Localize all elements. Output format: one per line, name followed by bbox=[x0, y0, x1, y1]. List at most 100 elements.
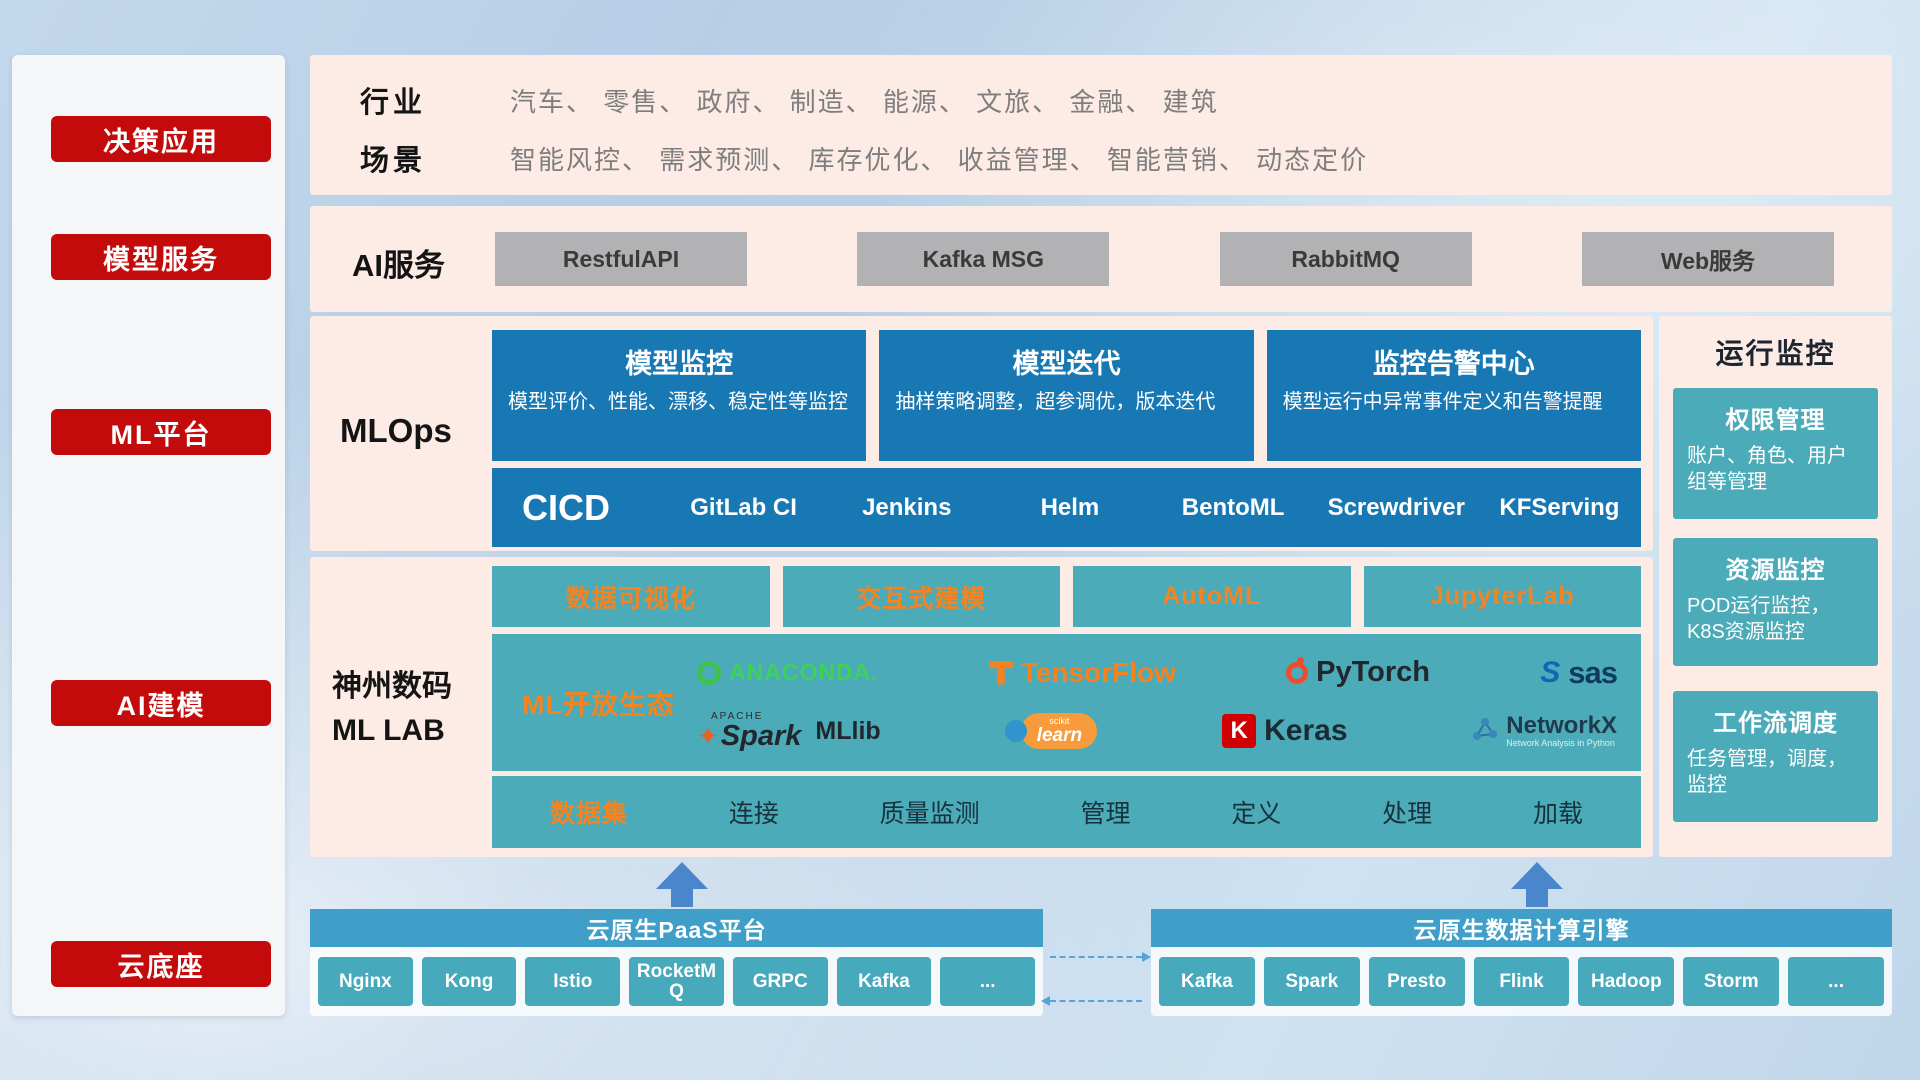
istio-button: Istio bbox=[525, 957, 621, 1006]
layer-sidebar: 决策应用 模型服务 ML平台 AI建模 云底座 bbox=[12, 55, 285, 1016]
scikit-learn-dot-icon bbox=[1005, 720, 1028, 742]
ml-ecosystem-logos: ANACONDA. TensorFlow PyTorch S sas bbox=[697, 634, 1641, 771]
alert-center-card: 监控告警中心 模型运行中异常事件定义和告警提醒 bbox=[1266, 330, 1641, 461]
keras-k-icon: K bbox=[1222, 714, 1257, 748]
restfulapi-button: RestfulAPI bbox=[495, 232, 747, 286]
pytorch-icon bbox=[1286, 656, 1309, 684]
cicd-item-screwdriver: Screwdriver bbox=[1327, 493, 1465, 521]
grpc-button: GRPC bbox=[732, 957, 828, 1006]
card-title: 模型迭代 bbox=[1012, 349, 1121, 379]
permission-management-card: 权限管理 账户、角色、用户组等管理 bbox=[1673, 388, 1878, 519]
cicd-bar: CICD GitLab CI Jenkins Helm BentoML Scre… bbox=[492, 468, 1641, 547]
networkx-icon bbox=[1472, 716, 1498, 747]
apache-label: APACHE bbox=[711, 710, 764, 722]
keras-logo: K Keras bbox=[1222, 714, 1348, 748]
networkx-wordmark: NetworkX Network Analysis in Python bbox=[1506, 711, 1617, 749]
rocketmq-button: RocketMQ bbox=[629, 957, 724, 1006]
workflow-scheduling-card: 工作流调度 任务管理，调度，监控 bbox=[1673, 691, 1878, 822]
industry-value: 汽车、 零售、 政府、 制造、 能源、 文旅、 金融、 建筑 bbox=[510, 86, 1219, 117]
anaconda-logo: ANACONDA. bbox=[697, 659, 879, 686]
industry-scenario-panel: 行业 汽车、 零售、 政府、 制造、 能源、 文旅、 金融、 建筑 场景 智能风… bbox=[310, 55, 1892, 195]
dataset-item-load: 加载 bbox=[1532, 800, 1583, 828]
resource-monitoring-card: 资源监控 POD运行监控，K8S资源监控 bbox=[1673, 538, 1878, 666]
industry-label: 行业 bbox=[360, 87, 427, 119]
storm-button: Storm bbox=[1683, 957, 1780, 1006]
model-iteration-card: 模型迭代 抽样策略调整，超参调优，版本迭代 bbox=[879, 330, 1254, 461]
card-desc: 抽样策略调整，超参调优，版本迭代 bbox=[895, 391, 1216, 413]
kafka-msg-button: Kafka MSG bbox=[857, 232, 1110, 286]
ai-service-panel: AI服务 RestfulAPI Kafka MSG RabbitMQ Web服务 bbox=[310, 206, 1892, 312]
card-desc: POD运行监控，K8S资源监控 bbox=[1687, 595, 1831, 643]
model-monitoring-card: 模型监控 模型评价、性能、漂移、稳定性等监控 bbox=[492, 330, 867, 461]
ai-service-buttons: RestfulAPI Kafka MSG RabbitMQ Web服务 bbox=[495, 232, 1834, 286]
card-title: 工作流调度 bbox=[1713, 710, 1838, 737]
spark-main: ✦ Spark bbox=[697, 719, 802, 752]
kong-button: Kong bbox=[421, 957, 517, 1006]
sidebar-item-ml-platform: ML平台 bbox=[51, 409, 271, 455]
arrow-stem bbox=[671, 888, 693, 907]
sidebar-item-decision-application: 决策应用 bbox=[51, 116, 271, 162]
ml-lab-tools: 数据可视化 交互式建模 AutoML JupyterLab bbox=[492, 566, 1641, 627]
dataset-label: 数据集 bbox=[550, 800, 629, 828]
logo-row-1: ANACONDA. TensorFlow PyTorch S sas bbox=[697, 654, 1618, 691]
hadoop-button: Hadoop bbox=[1578, 957, 1675, 1006]
card-desc: 任务管理，调度，监控 bbox=[1687, 748, 1847, 796]
sas-wordmark: sas bbox=[1568, 654, 1618, 690]
arrow-head bbox=[656, 862, 708, 889]
cicd-item-bentoml: BentoML bbox=[1181, 493, 1285, 521]
scenario-row: 场景 智能风控、 需求预测、 库存优化、 收益管理、 智能营销、 动态定价 bbox=[360, 137, 1892, 179]
scikit-learn-pill-icon: scikit learn bbox=[1021, 713, 1098, 749]
scikit-learn-logo: scikit learn bbox=[1005, 713, 1098, 749]
dashed-arrow-left-icon bbox=[1041, 996, 1142, 1006]
ml-lab-label: 神州数码 ML LAB bbox=[332, 665, 452, 752]
pytorch-logo: PyTorch bbox=[1286, 656, 1430, 689]
tensorflow-logo: TensorFlow bbox=[988, 656, 1176, 689]
jupyterlab-button: JupyterLab bbox=[1363, 566, 1641, 627]
sas-logo: S sas bbox=[1540, 654, 1618, 691]
mlops-cards: 模型监控 模型评价、性能、漂移、稳定性等监控 模型迭代 抽样策略调整，超参调优，… bbox=[492, 330, 1641, 461]
up-arrow-icon bbox=[1511, 862, 1563, 907]
mllib-wordmark: MLlib bbox=[815, 716, 881, 745]
paas-platform-header: 云原生PaaS平台 bbox=[310, 909, 1043, 947]
web-service-button: Web服务 bbox=[1581, 232, 1834, 286]
spark-mllib-logo: APACHE ✦ Spark MLlib bbox=[697, 710, 881, 752]
spark-star-icon: ✦ bbox=[697, 721, 719, 751]
kafka-button: Kafka bbox=[1159, 957, 1255, 1006]
ml-ecosystem-box: ML开放生态 ANACONDA. TensorFlow PyTorch bbox=[492, 634, 1641, 771]
cicd-item-jenkins: Jenkins bbox=[862, 493, 952, 521]
scikit-label: scikit bbox=[1049, 716, 1070, 726]
dataset-item-quality: 质量监测 bbox=[879, 800, 980, 828]
arrow-head bbox=[1511, 862, 1563, 889]
tensorflow-wordmark: TensorFlow bbox=[1020, 656, 1176, 688]
interactive-modeling-button: 交互式建模 bbox=[782, 566, 1060, 627]
anaconda-icon bbox=[697, 660, 721, 685]
dataset-item-process: 处理 bbox=[1382, 800, 1433, 828]
ml-lab-label-line1: 神州数码 bbox=[332, 670, 452, 703]
flink-button: Flink bbox=[1473, 957, 1570, 1006]
networkx-logo: NetworkX Network Analysis in Python bbox=[1472, 711, 1617, 749]
paas-platform-strip: Nginx Kong Istio RocketMQ GRPC Kafka ... bbox=[310, 947, 1043, 1016]
data-visualization-button: 数据可视化 bbox=[492, 566, 770, 627]
networkx-text: NetworkX bbox=[1506, 711, 1617, 739]
ml-lab-label-line2: ML LAB bbox=[332, 713, 445, 747]
learn-label: learn bbox=[1036, 725, 1083, 746]
dataset-item-connect: 连接 bbox=[728, 800, 779, 828]
scenario-value: 智能风控、 需求预测、 库存优化、 收益管理、 智能营销、 动态定价 bbox=[510, 144, 1369, 175]
dataset-item-define: 定义 bbox=[1231, 800, 1282, 828]
pytorch-wordmark: PyTorch bbox=[1316, 656, 1430, 688]
card-title: 资源监控 bbox=[1725, 557, 1826, 584]
running-monitor-title: 运行监控 bbox=[1715, 338, 1836, 369]
up-arrow-icon bbox=[656, 862, 708, 907]
keras-wordmark: Keras bbox=[1264, 714, 1348, 747]
data-engine-header: 云原生数据计算引擎 bbox=[1151, 909, 1892, 947]
cicd-item-helm: Helm bbox=[1040, 493, 1100, 521]
card-desc: 账户、角色、用户组等管理 bbox=[1687, 445, 1847, 493]
kafka-button: Kafka bbox=[836, 957, 932, 1006]
dataset-item-manage: 管理 bbox=[1080, 800, 1131, 828]
spark-text: Spark bbox=[720, 719, 802, 752]
spark-button: Spark bbox=[1263, 957, 1360, 1006]
mlops-label: MLOps bbox=[340, 412, 452, 449]
cicd-label: CICD bbox=[522, 486, 610, 528]
sidebar-item-model-service: 模型服务 bbox=[51, 234, 271, 280]
